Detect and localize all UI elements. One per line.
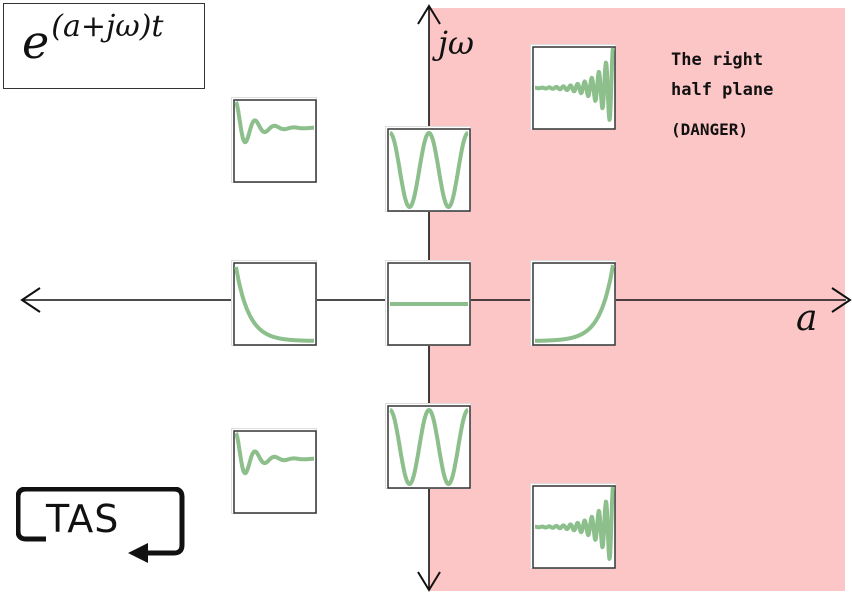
tile-lhp-axis <box>231 260 317 346</box>
plot-frame <box>387 262 471 346</box>
tile-origin <box>385 260 471 346</box>
response-curve <box>234 266 316 343</box>
tile-imag-lower-plot <box>387 405 471 489</box>
plot-frame <box>233 430 317 514</box>
imaginary-axis-label: jω <box>438 24 475 62</box>
imaginary-axis-arrow-down <box>417 571 441 592</box>
rhp-label-line2: half plane <box>671 80 774 100</box>
plot-frame <box>233 262 317 346</box>
tile-lhp-lower <box>231 428 317 514</box>
rhp-danger-label: (DANGER) <box>671 120 749 139</box>
tile-imag-lower <box>385 403 471 489</box>
formula-base: e <box>22 15 50 69</box>
plot-frame <box>233 99 317 183</box>
response-curve <box>234 100 316 145</box>
plot-frame <box>387 405 471 489</box>
tile-origin-plot <box>387 262 471 346</box>
plot-frame <box>387 128 471 212</box>
plot-frame <box>532 262 616 346</box>
response-curve <box>234 431 316 476</box>
tile-rhp-upper-plot <box>532 46 616 130</box>
logo-text: TAS <box>46 497 120 541</box>
tile-lhp-upper-plot <box>233 99 317 183</box>
imaginary-axis-arrow-up <box>417 4 441 25</box>
tile-lhp-lower-plot <box>233 430 317 514</box>
rhp-label-line1: The right <box>671 50 764 70</box>
response-curve <box>533 47 615 122</box>
tas-logo <box>16 487 185 563</box>
formula-exponent: (a+jω)t <box>51 9 164 44</box>
tile-lhp-axis-plot <box>233 262 317 346</box>
plot-frame <box>532 485 616 569</box>
real-axis-label: a <box>796 298 818 339</box>
real-axis-arrow-left <box>20 287 41 313</box>
plot-frame <box>532 46 616 130</box>
tile-lhp-upper <box>231 97 317 183</box>
real-axis-arrow-right <box>831 287 852 313</box>
logo-arrow-icon <box>128 543 148 563</box>
response-curve <box>533 486 615 561</box>
response-curve <box>533 264 615 343</box>
response-curve <box>388 131 470 209</box>
tile-imag-upper-plot <box>387 128 471 212</box>
tile-rhp-axis-plot <box>532 262 616 346</box>
response-curve <box>388 408 470 486</box>
tile-rhp-upper <box>530 44 616 130</box>
formula: e(a+jω)t <box>22 9 164 79</box>
tile-rhp-lower <box>530 483 616 569</box>
logo-loop-icon <box>16 487 185 556</box>
tile-rhp-lower-plot <box>532 485 616 569</box>
tile-rhp-axis <box>530 260 616 346</box>
formula-box: e(a+jω)t <box>3 3 205 89</box>
tile-imag-upper <box>385 126 471 212</box>
